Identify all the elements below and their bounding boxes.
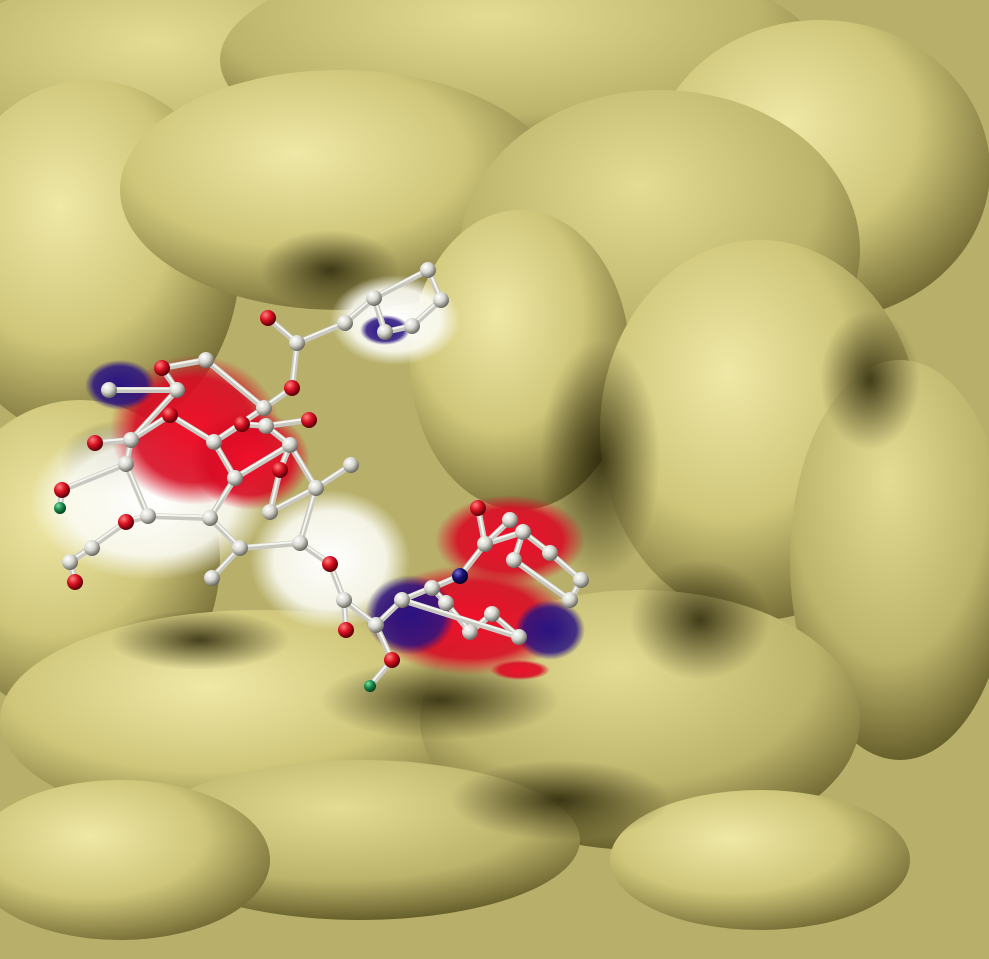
ligand-bond-highlight: [513, 557, 571, 600]
ligand-bond: [145, 513, 213, 521]
carbon-atom: [282, 437, 298, 453]
ligand-bond-highlight: [130, 387, 178, 440]
ligand-bond-highlight: [401, 597, 520, 637]
carbon-atom: [258, 418, 274, 434]
carbon-atom: [420, 262, 436, 278]
ligand-bond: [232, 442, 293, 481]
oxygen-atom: [322, 556, 338, 572]
carbon-atom: [424, 580, 440, 596]
carbon-atom: [484, 606, 500, 622]
nitrogen-atom: [452, 568, 468, 584]
ligand-bond: [371, 267, 431, 301]
ligand-bond: [59, 461, 129, 493]
carbon-atom: [62, 554, 78, 570]
oxygen-atom: [301, 412, 317, 428]
oxygen-atom: [470, 500, 486, 516]
ligand-bond-highlight: [147, 513, 211, 518]
ligand-atoms: [54, 262, 589, 692]
oxygen-atom: [384, 652, 400, 668]
carbon-atom: [204, 570, 220, 586]
ligand-bond: [167, 412, 217, 445]
oxygen-atom: [234, 416, 250, 432]
oxygen-atom: [87, 435, 103, 451]
carbon-atom: [562, 592, 578, 608]
ligand-bond-highlight: [125, 461, 149, 516]
carbon-atom: [169, 382, 185, 398]
carbon-atom: [462, 624, 478, 640]
carbon-atom: [343, 457, 359, 473]
carbon-atom: [140, 508, 156, 524]
ligand-bond-highlight: [234, 442, 291, 478]
carbon-atom: [368, 617, 384, 633]
carbon-atom: [511, 629, 527, 645]
oxygen-atom: [154, 360, 170, 376]
oxygen-atom: [338, 622, 354, 638]
carbon-atom: [366, 290, 382, 306]
carbon-atom: [206, 434, 222, 450]
carbon-atom: [289, 335, 305, 351]
hydrogen-atom: [54, 502, 66, 514]
carbon-atom: [262, 504, 278, 520]
carbon-atom: [123, 432, 139, 448]
ligand-bond: [237, 540, 303, 551]
oxygen-atom: [54, 482, 70, 498]
ligand-bond: [294, 320, 348, 346]
carbon-atom: [336, 592, 352, 608]
carbon-atom: [198, 352, 214, 368]
oxygen-atom: [67, 574, 83, 590]
oxygen-atom: [272, 462, 288, 478]
hydrogen-atom: [364, 680, 376, 692]
ligand-bond: [399, 597, 522, 640]
ligand-bond-highlight: [205, 357, 265, 408]
carbon-atom: [515, 524, 531, 540]
oxygen-atom: [162, 407, 178, 423]
carbon-atom: [202, 510, 218, 526]
carbon-atom: [404, 318, 420, 334]
oxygen-atom: [260, 310, 276, 326]
carbon-atom: [377, 324, 393, 340]
ligand-bond: [203, 357, 267, 411]
carbon-atom: [438, 595, 454, 611]
ligand-bond-highlight: [269, 485, 317, 512]
caption-banner: [0, 905, 989, 959]
carbon-atom: [227, 470, 243, 486]
oxygen-atom: [118, 514, 134, 530]
oxygen-atom: [284, 380, 300, 396]
ligand-bond: [511, 557, 573, 603]
carbon-atom: [101, 382, 117, 398]
carbon-atom: [308, 480, 324, 496]
ligand-bond-highlight: [373, 267, 429, 298]
carbon-atom: [292, 535, 308, 551]
carbon-atom: [256, 400, 272, 416]
carbon-atom: [573, 572, 589, 588]
carbon-atom: [502, 512, 518, 528]
ligand-bond: [267, 485, 319, 515]
carbon-atom: [394, 592, 410, 608]
ligand-bond-highlight: [239, 540, 301, 548]
ligand-bond-highlight: [296, 320, 346, 343]
ligand-bond-highlight: [299, 485, 317, 543]
carbon-atom: [433, 292, 449, 308]
carbon-atom: [232, 540, 248, 556]
carbon-atom: [118, 456, 134, 472]
carbon-atom: [506, 552, 522, 568]
carbon-atom: [337, 315, 353, 331]
ligand-bond-highlight: [61, 461, 127, 490]
carbon-atom: [477, 536, 493, 552]
carbon-atom: [542, 545, 558, 561]
carbon-atom: [84, 540, 100, 556]
